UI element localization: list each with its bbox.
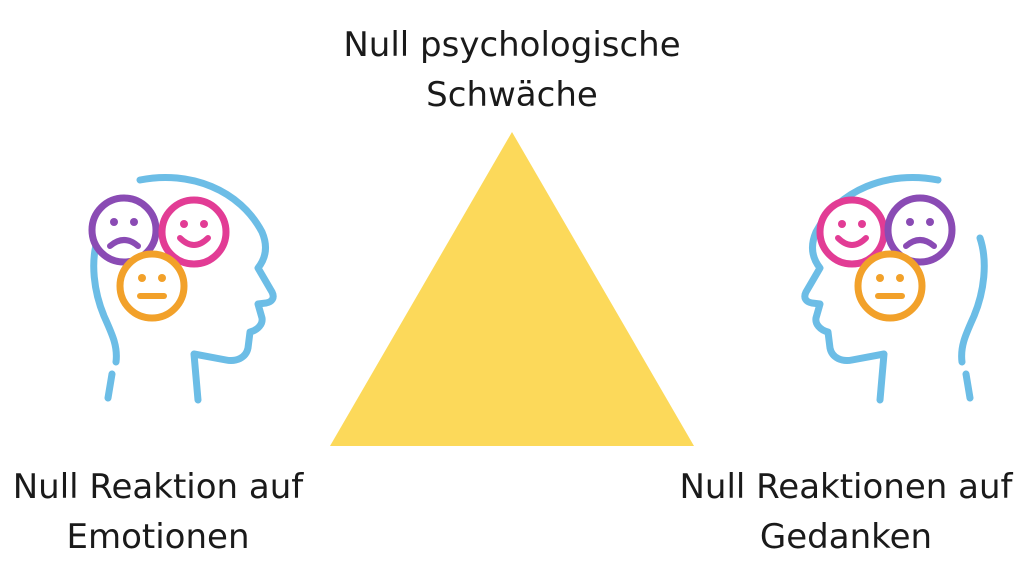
neutral-face-icon	[854, 250, 926, 322]
top-node-line2: Schwäche	[426, 75, 598, 115]
top-node-label: Null psychologische Schwäche	[312, 20, 712, 120]
right-faces	[816, 194, 956, 322]
left-faces	[88, 194, 230, 322]
sad-face-icon	[884, 194, 956, 266]
left-head-icon	[90, 173, 277, 404]
neutral-face-icon	[116, 250, 188, 322]
center-triangle	[330, 132, 694, 446]
left-node-line2: Emotionen	[66, 517, 250, 557]
left-node-label: Null Reaktion auf Emotionen	[0, 462, 316, 562]
top-node-line1: Null psychologische	[343, 25, 681, 65]
happy-face-icon	[158, 196, 230, 268]
right-node-label: Null Reaktionen auf Gedanken	[668, 462, 1024, 562]
left-node-line1: Null Reaktion auf	[12, 467, 304, 507]
right-node-line1: Null Reaktionen auf	[679, 467, 1013, 507]
right-node-line2: Gedanken	[759, 517, 933, 557]
sad-face-icon	[88, 194, 160, 266]
happy-face-icon	[816, 196, 888, 268]
